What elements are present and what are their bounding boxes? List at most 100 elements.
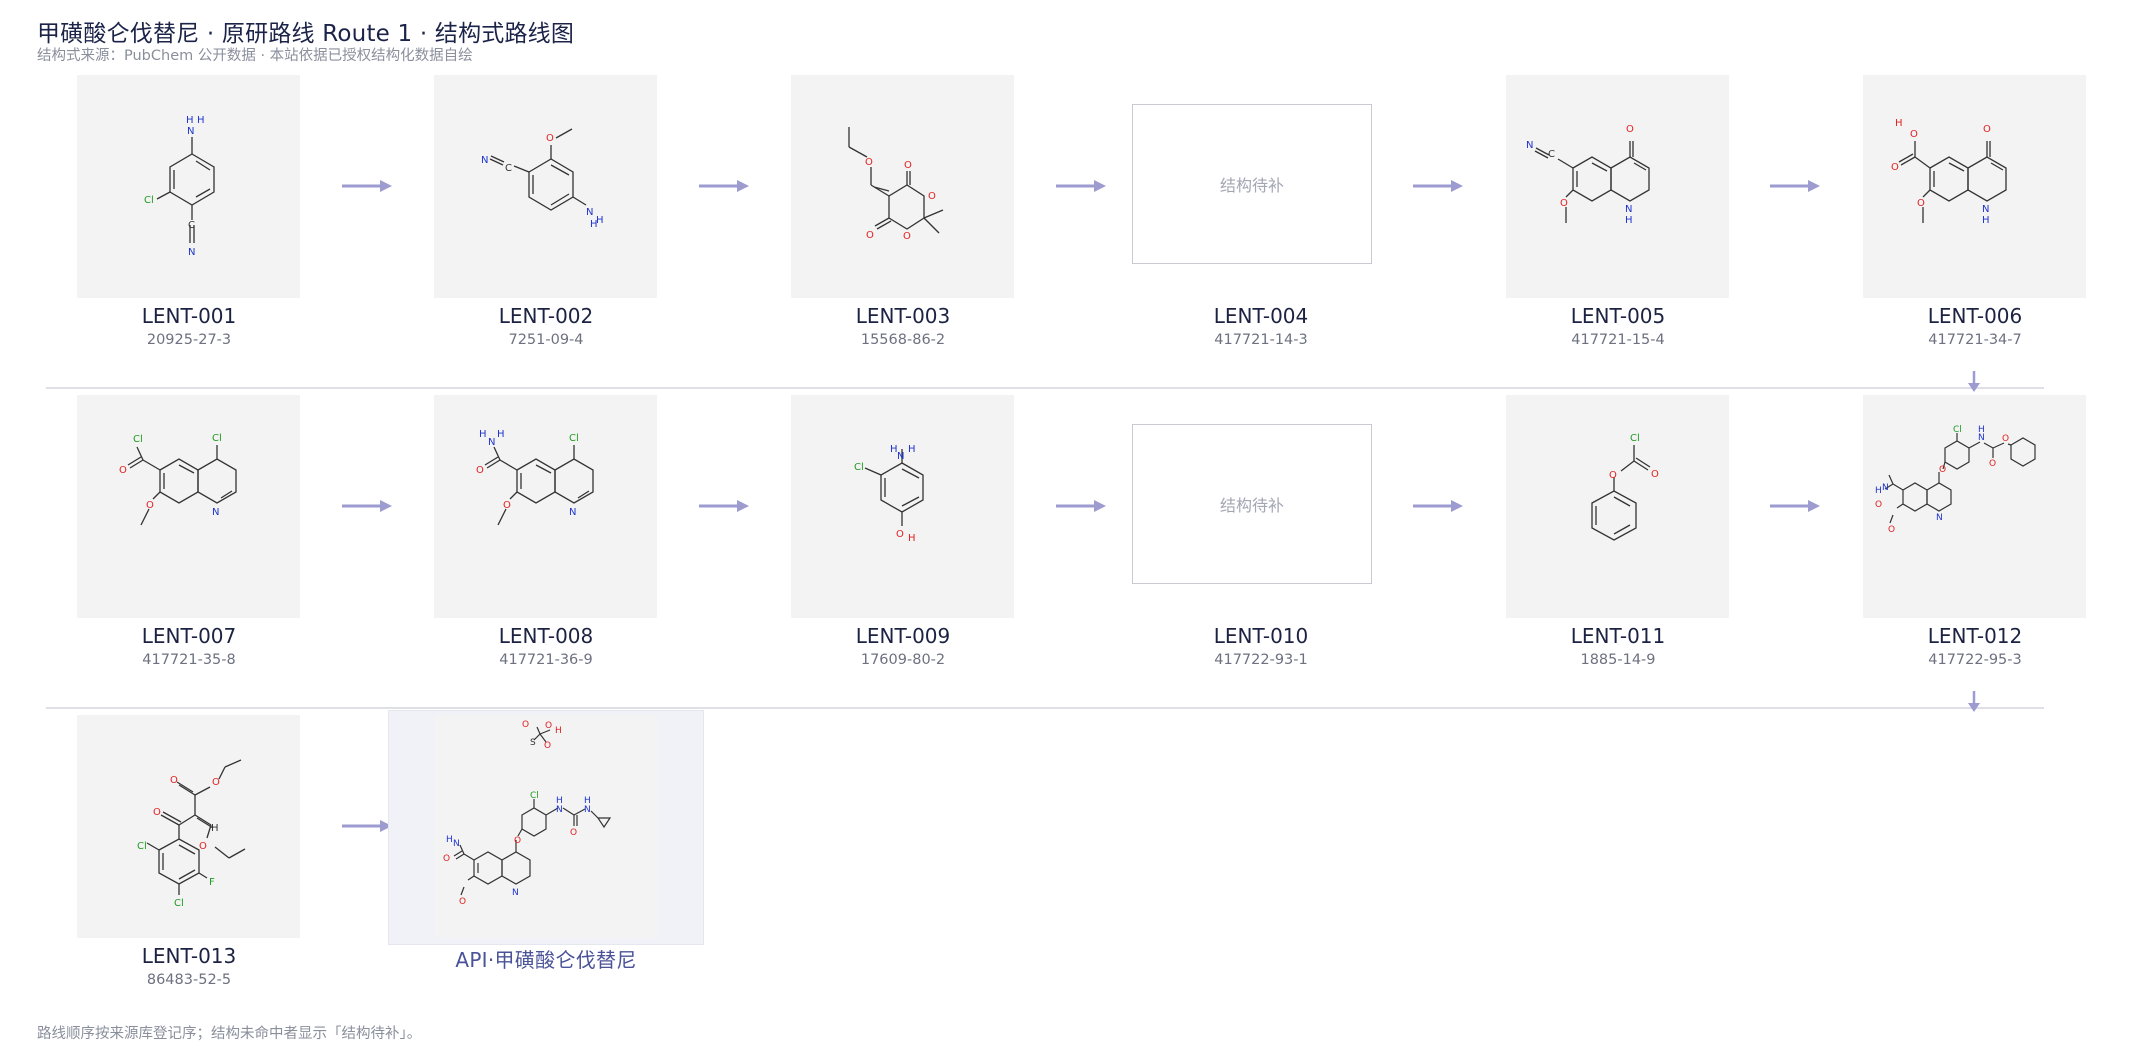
structure-image: O H O O O N H [1863,75,2086,298]
page-subtitle: 结构式来源：PubChem 公开数据 · 本站依据已授权结构化数据自绘 [37,48,473,64]
svg-text:O: O [1609,470,1617,481]
svg-text:O: O [170,775,178,786]
route-node-lent-006[interactable]: O H O O O N H LENT-006 417721-34-7 [1863,75,2087,348]
route-node-lent-007[interactable]: Cl Cl O O N LENT-007 417721-35-8 [77,395,301,668]
svg-text:O: O [1983,124,1991,135]
route-node-lent-004[interactable]: 结构待补 LENT-004 417721-14-3 [1132,75,1373,348]
svg-text:Cl: Cl [212,433,222,444]
structure-image: H N H Cl C N [77,75,300,298]
route-node-lent-010[interactable]: 结构待补 LENT-010 417722-93-1 [1132,395,1373,668]
svg-text:H: H [1978,425,1985,435]
node-cas: 17609-80-2 [860,652,946,668]
route-arrow-icon [1770,500,1820,512]
svg-text:O: O [1917,198,1925,209]
svg-text:Cl: Cl [530,791,539,801]
svg-text:O: O [866,230,874,241]
structure-placeholder: 结构待补 [1132,104,1372,264]
structure-image: H N H Cl O H [791,395,1014,618]
svg-text:O: O [1910,129,1918,140]
node-cas: 417721-14-3 [1214,332,1308,348]
node-cas: 417721-35-8 [142,652,236,668]
structure-image: H N O O N O Cl N H O O [1863,395,2086,618]
svg-text:O: O [1875,500,1882,510]
structure-image: 结构待补 [1132,395,1372,618]
svg-text:O: O [1626,124,1634,135]
svg-text:O: O [544,741,551,751]
svg-text:H: H [197,115,205,126]
svg-text:H: H [479,429,487,440]
structure-image: H N H Cl O O N [434,395,657,618]
row-separator [46,707,2044,709]
svg-text:O: O [865,157,873,168]
route-arrow-icon [342,180,392,192]
svg-text:N: N [1978,433,1985,443]
svg-text:O: O [212,777,220,788]
route-arrow-icon [1770,180,1820,192]
node-cas: 417721-34-7 [1928,332,2022,348]
svg-text:N: N [1625,204,1632,215]
node-cas: 86483-52-5 [146,972,232,988]
svg-text:Cl: Cl [1630,433,1640,444]
node-code: LENT-011 [1570,624,1666,648]
svg-text:O: O [1651,469,1659,480]
node-cas: 417722-93-1 [1214,652,1308,668]
route-node-lent-013[interactable]: O O O H O Cl F Cl LENT-013 86483-52-5 [77,715,301,988]
svg-text:H: H [1875,486,1882,496]
svg-text:Cl: Cl [144,195,154,206]
api-product-card[interactable]: O S O H O H N O O N O Cl N H O N H [388,710,704,945]
svg-text:F: F [209,877,215,888]
node-code: LENT-013 [141,944,237,968]
node-cas: 20925-27-3 [146,332,232,348]
route-arrow-icon [1413,500,1463,512]
svg-text:C: C [505,163,512,174]
route-node-lent-005[interactable]: O C N O N H LENT-005 417721-15-4 [1506,75,1730,348]
svg-text:N: N [188,247,195,258]
svg-text:H: H [556,796,563,806]
structure-image: O C N O N H [1506,75,1729,298]
svg-text:O: O [522,720,529,730]
api-label: API·甲磺酸仑伐替尼 [455,948,637,972]
svg-text:O: O [903,231,911,242]
svg-text:H: H [1625,215,1633,226]
row-separator [46,387,2044,389]
svg-text:O: O [1560,198,1568,209]
row-continue-arrow-icon [1968,691,1980,712]
svg-text:H: H [186,115,194,126]
route-arrow-icon [1056,500,1106,512]
svg-text:O: O [1891,162,1899,173]
svg-text:C: C [1548,149,1555,160]
node-code: LENT-001 [141,304,237,328]
structure-image: O O O O O [791,75,1014,298]
footer-note: 路线顺序按来源库登记序；结构未命中者显示「结构待补」。 [37,1026,422,1042]
node-code: LENT-003 [855,304,951,328]
svg-text:O: O [153,807,161,818]
svg-text:H: H [555,726,562,736]
svg-text:Cl: Cl [1953,425,1962,435]
svg-text:O: O [928,191,936,202]
route-node-lent-003[interactable]: O O O O O LENT-003 15568-86-2 [791,75,1015,348]
row-continue-arrow-icon [1968,371,1980,392]
node-cas: 15568-86-2 [860,332,946,348]
route-node-lent-012[interactable]: H N O O N O Cl N H O O LENT-012 417722-9… [1863,395,2087,668]
svg-text:O: O [546,133,554,144]
structure-image: O O O H O Cl F Cl [77,715,300,938]
route-node-lent-002[interactable]: O C N N H H LENT-002 7251-09-4 [434,75,658,348]
route-node-lent-011[interactable]: Cl O O LENT-011 1885-14-9 [1506,395,1730,668]
svg-text:N: N [1882,483,1889,493]
node-code: LENT-012 [1927,624,2023,648]
route-node-lent-009[interactable]: H N H Cl O H LENT-009 17609-80-2 [791,395,1015,668]
svg-text:H: H [497,429,505,440]
svg-text:N: N [1982,204,1989,215]
svg-text:H: H [908,444,916,455]
svg-text:H: H [446,835,453,845]
node-cas: 1885-14-9 [1580,652,1656,668]
svg-text:O: O [545,721,552,731]
structure-image: Cl O O [1506,395,1729,618]
route-node-lent-001[interactable]: H N H Cl C N LENT-001 20925-27-3 [77,75,301,348]
svg-text:O: O [514,836,521,846]
svg-text:O: O [896,529,904,540]
svg-text:H: H [890,444,898,455]
route-node-lent-008[interactable]: H N H Cl O O N LENT-008 417721-36-9 [434,395,658,668]
svg-text:N: N [556,805,563,815]
node-code: LENT-006 [1927,304,2023,328]
